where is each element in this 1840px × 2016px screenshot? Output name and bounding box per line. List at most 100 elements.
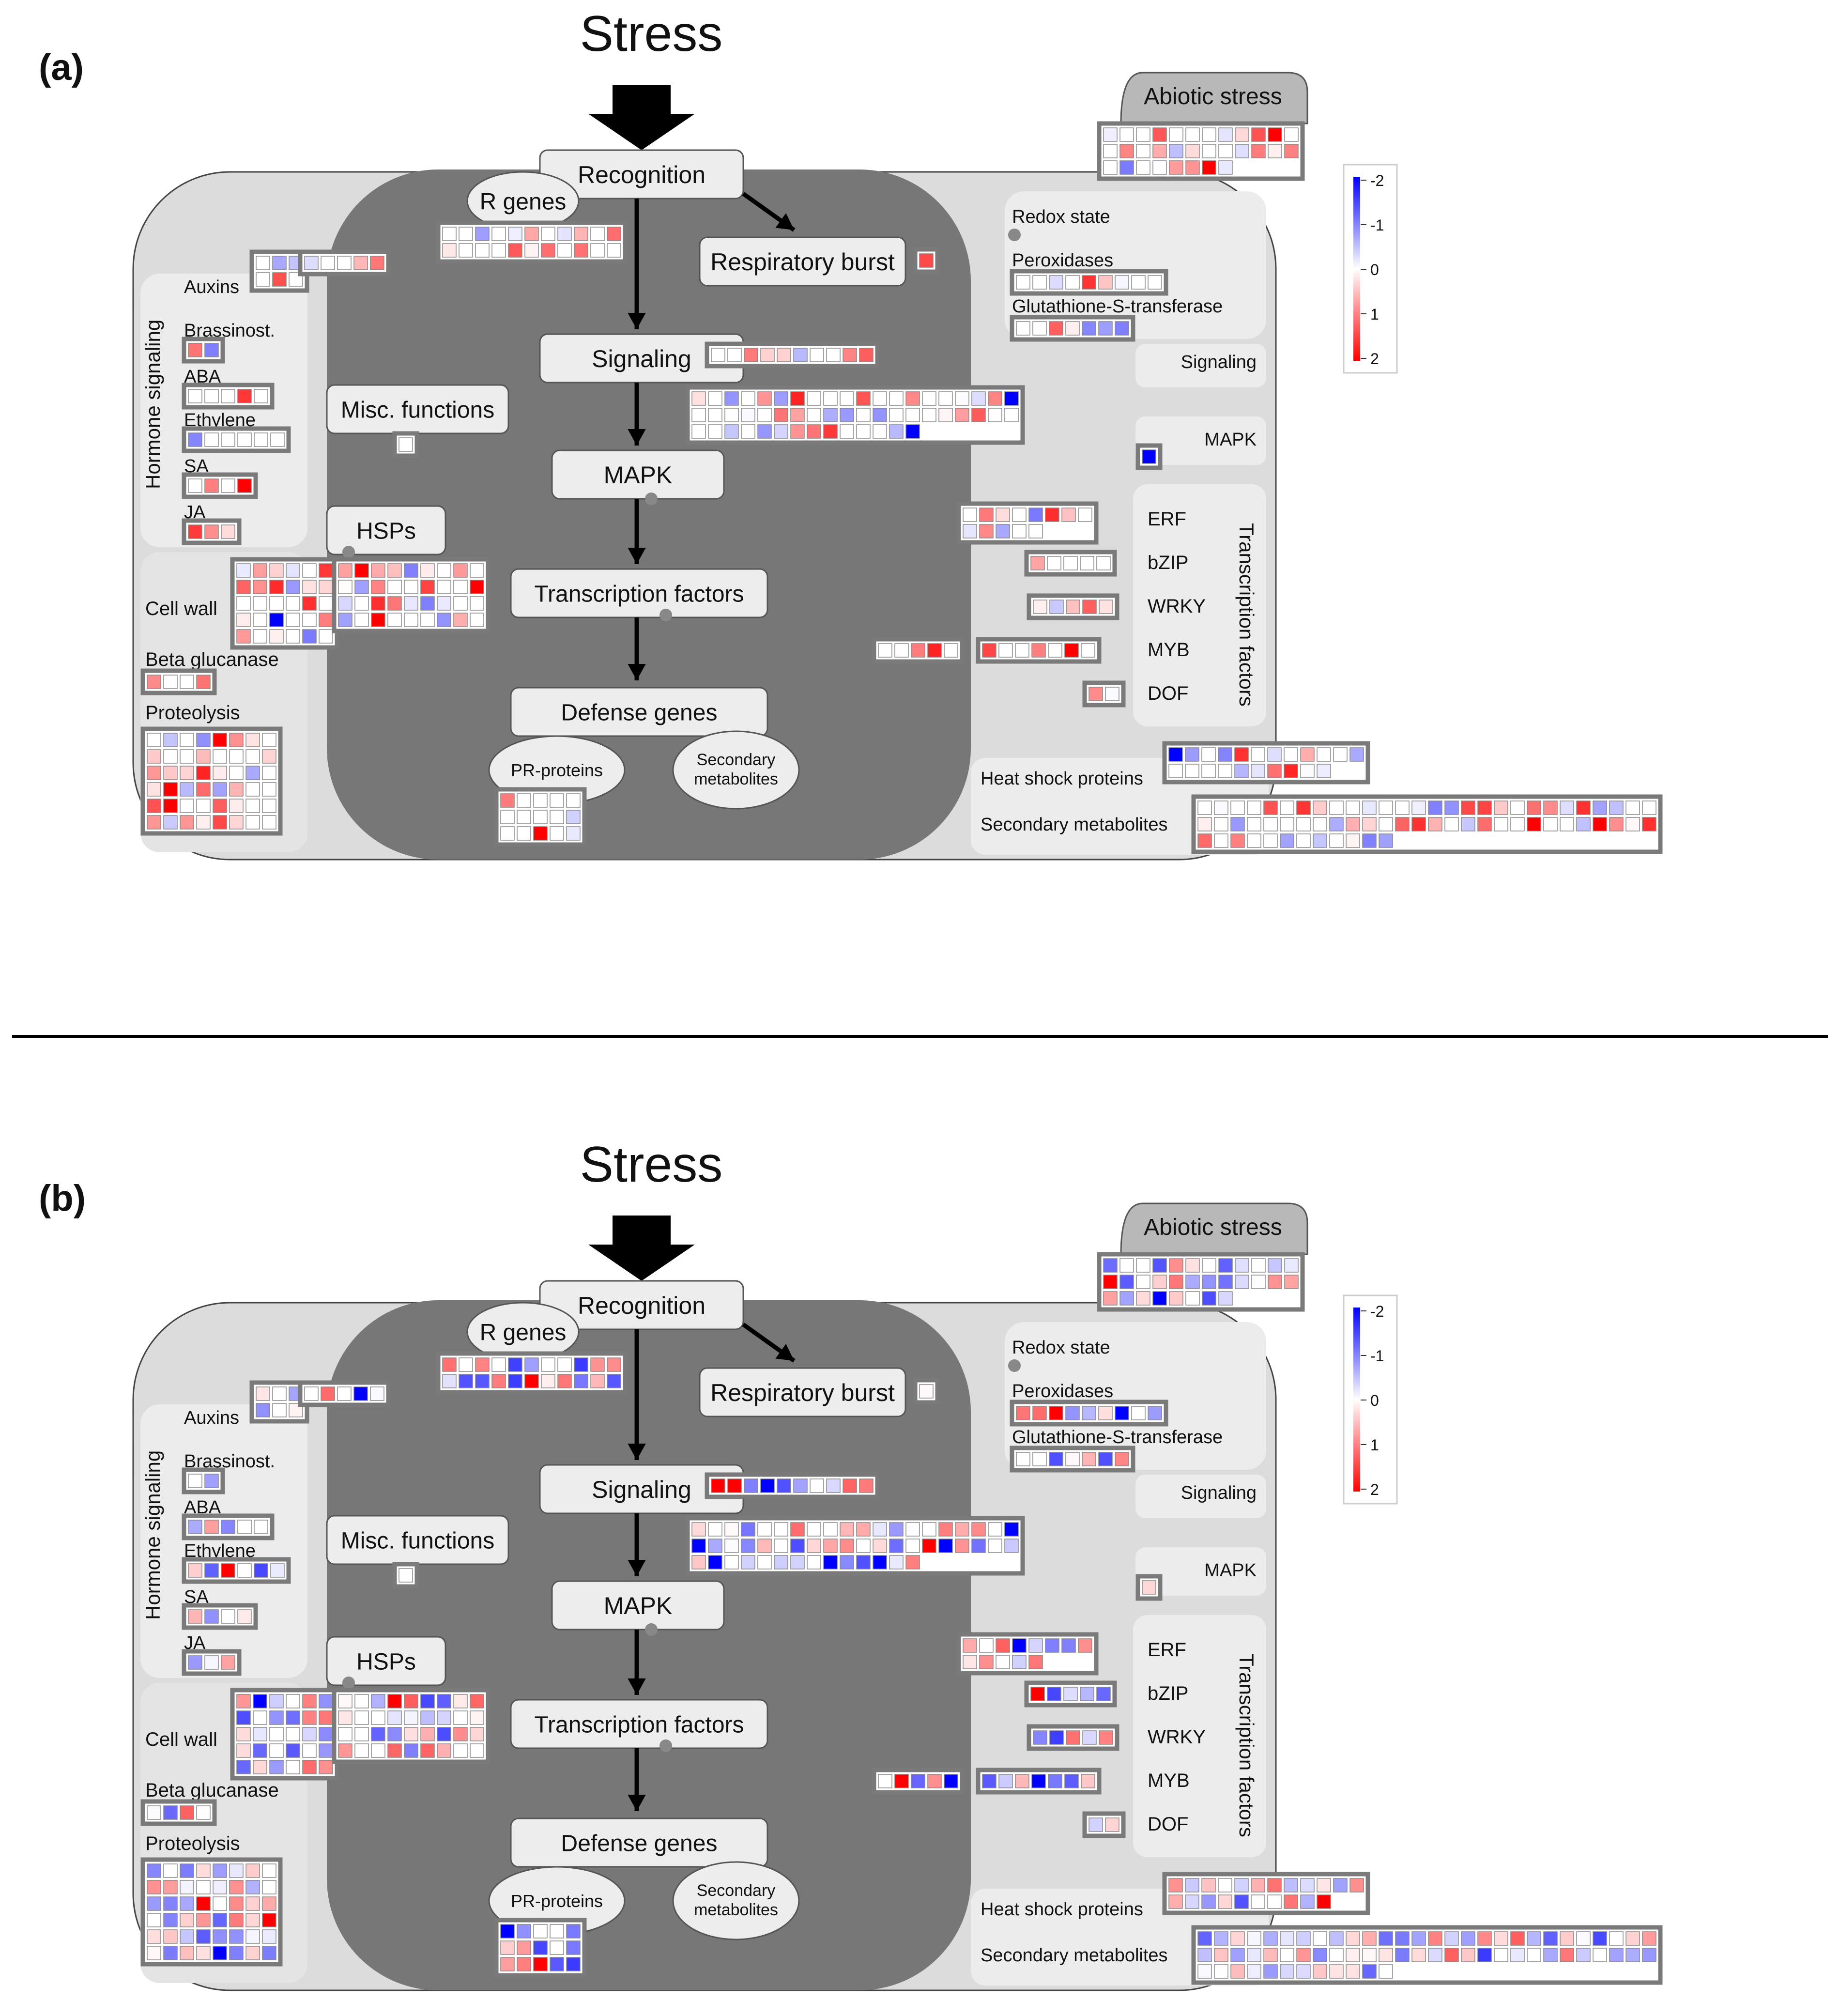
gene-cell	[1218, 1275, 1233, 1289]
gene-cell	[1033, 600, 1047, 614]
gene-cell	[760, 348, 775, 362]
defense-genes-label: Defense genes	[561, 700, 718, 725]
auxins-grid	[249, 249, 309, 293]
gene-cell	[1202, 1275, 1216, 1289]
gene-cell	[1234, 747, 1249, 762]
gene-cell	[253, 1727, 267, 1741]
gene-cell	[256, 1403, 270, 1417]
heat-shock-proteins-label: Heat shock proteins	[981, 1899, 1143, 1920]
gene-cell	[420, 613, 435, 627]
gene-cell	[304, 256, 319, 270]
gene-cell	[774, 424, 788, 439]
gene-cell	[196, 1929, 211, 1944]
gene-cell	[1230, 800, 1245, 815]
legend-tick-label: -2	[1370, 172, 1384, 189]
gene-cell	[1136, 1291, 1150, 1306]
gene-cell	[354, 563, 369, 578]
gene-cell	[905, 408, 920, 422]
gene-cell	[453, 1743, 468, 1758]
gene-cell	[442, 1357, 457, 1372]
gene-cell	[338, 580, 353, 594]
gene-cell	[437, 580, 451, 594]
mapk-right-grid	[1135, 1574, 1163, 1601]
gene-cell	[691, 1555, 706, 1570]
arrow-to-respiratory-head	[775, 1344, 794, 1361]
gene-cell	[1185, 1258, 1200, 1273]
gene-cell	[1251, 747, 1265, 762]
gene-cell	[337, 1386, 352, 1401]
gene-cell	[963, 524, 977, 539]
brassinost-grid	[182, 337, 225, 364]
gene-cell	[1048, 1774, 1062, 1788]
gene-cell	[338, 596, 353, 611]
gene-cell	[147, 675, 161, 689]
gene-cell	[744, 1478, 758, 1493]
signaling-right-label: Signaling	[1181, 1483, 1257, 1503]
ethylene-grid	[182, 1557, 291, 1584]
r-genes-label: R genes	[480, 189, 567, 215]
gene-cell	[1284, 764, 1298, 778]
gene-cell	[163, 1913, 178, 1927]
gene-cell	[1477, 1948, 1492, 1962]
gene-cell	[353, 1386, 368, 1401]
gene-cell	[1444, 1948, 1459, 1962]
gene-cell	[741, 424, 755, 439]
gene-cell	[1049, 600, 1064, 614]
gene-cell	[1028, 1655, 1043, 1669]
gene-cell	[500, 1924, 515, 1939]
gene-cell	[1015, 1774, 1029, 1788]
gene-cell	[1543, 817, 1558, 831]
gene-cell	[1202, 1291, 1216, 1306]
gene-cell	[524, 243, 539, 258]
gene-cell	[724, 1522, 739, 1537]
gene-cell	[453, 563, 468, 578]
gene-cell	[979, 508, 994, 522]
gene-cell	[1230, 833, 1245, 848]
abiotic-stress-grid	[1097, 1252, 1305, 1312]
gene-cell	[998, 643, 1013, 658]
hormone-signaling-label: Hormone signaling	[141, 1450, 164, 1620]
abiotic-stress-grid	[1097, 121, 1305, 181]
gene-cell	[1263, 1964, 1278, 1979]
gene-cell	[774, 1522, 788, 1537]
gene-cell	[262, 749, 276, 764]
gene-cell	[1169, 1258, 1183, 1273]
gene-cell	[533, 1924, 548, 1939]
gene-cell	[253, 1760, 267, 1774]
gene-cell	[1030, 556, 1045, 570]
gene-cell	[229, 766, 244, 780]
sa-grid	[182, 472, 258, 499]
hsps-box	[326, 505, 446, 555]
gene-cell	[1625, 800, 1640, 815]
gene-cell	[1115, 321, 1129, 336]
gene-cell	[1444, 1931, 1459, 1946]
stress-arrow	[588, 85, 695, 150]
gene-cell	[1317, 764, 1331, 778]
beta-glucanase-label: Beta glucanase	[145, 1780, 279, 1801]
gene-cell	[550, 793, 564, 808]
gene-cell	[387, 1710, 402, 1725]
erf-grid	[956, 501, 1099, 545]
gene-cell	[889, 1522, 904, 1537]
gene-cell	[1329, 833, 1344, 848]
gene-cell	[878, 643, 892, 658]
gene-cell	[938, 1522, 953, 1537]
gene-cell	[963, 1638, 977, 1653]
legend-gradient	[1353, 177, 1360, 361]
gene-cell	[354, 1710, 369, 1725]
gene-cell	[1609, 1931, 1624, 1946]
gene-cell	[213, 1880, 227, 1894]
gene-cell	[807, 1522, 821, 1537]
erf-label: ERF	[1148, 1639, 1186, 1661]
legend-tick-label: 2	[1370, 1481, 1379, 1498]
gene-cell	[1280, 817, 1294, 831]
gene-cell	[1642, 817, 1656, 831]
gene-cell	[1329, 1964, 1344, 1979]
gene-cell	[180, 1880, 194, 1894]
gene-cell	[196, 815, 211, 830]
gene-cell	[1048, 643, 1062, 658]
redox-state-label: Redox state	[1012, 1338, 1110, 1358]
gene-cell	[1560, 1931, 1574, 1946]
gene-cell	[437, 613, 451, 627]
gene-cell	[180, 1896, 194, 1911]
